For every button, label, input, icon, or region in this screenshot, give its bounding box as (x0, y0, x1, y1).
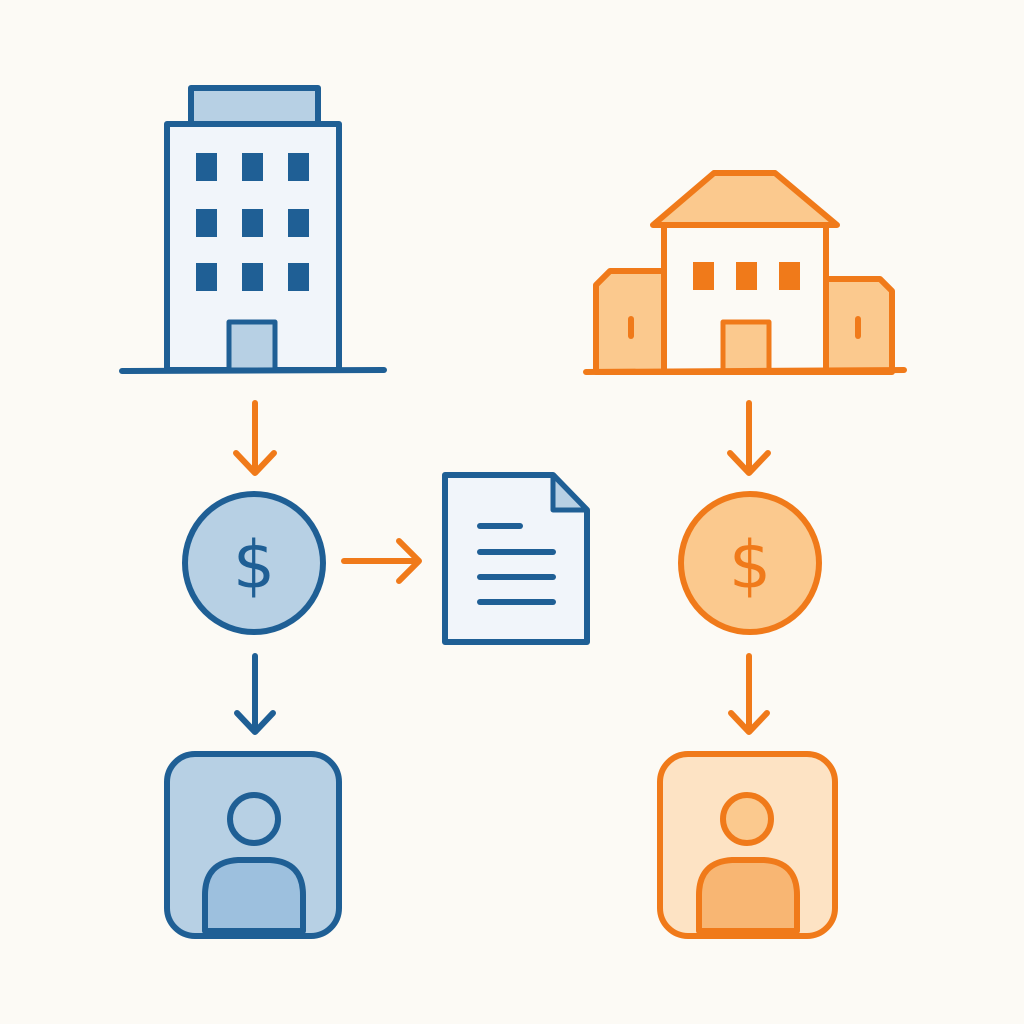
person-icon (164, 751, 342, 939)
dollar-symbol: $ (729, 527, 771, 604)
office-building-icon (119, 85, 387, 374)
dollar-symbol: $ (233, 527, 275, 604)
dollar-coin-icon: $ (182, 491, 326, 635)
arrow-down (727, 400, 771, 476)
arrow-down (728, 653, 770, 735)
arrow-down (234, 653, 276, 735)
document-icon (442, 472, 590, 645)
arrow-down (233, 400, 277, 476)
dollar-coin-icon: $ (678, 491, 822, 635)
house-building-icon (583, 170, 907, 375)
arrow-right (341, 538, 422, 584)
person-icon (657, 751, 838, 939)
